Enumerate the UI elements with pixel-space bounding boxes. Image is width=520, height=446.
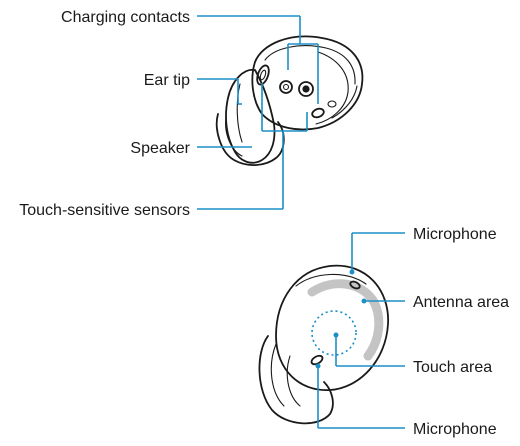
label-antenna-area: Antenna area bbox=[413, 294, 509, 311]
label-speaker: Speaker bbox=[130, 140, 190, 157]
label-ear-tip: Ear tip bbox=[144, 72, 190, 89]
label-charging-contacts: Charging contacts bbox=[61, 9, 190, 26]
ear-tip-opening bbox=[256, 64, 270, 86]
leader-lines-top bbox=[197, 15, 319, 210]
label-touch-sensitive-sensors: Touch-sensitive sensors bbox=[19, 202, 190, 219]
charging-contact bbox=[311, 107, 325, 119]
sensor-circle bbox=[279, 80, 293, 94]
microphone-bottom-hole bbox=[310, 354, 324, 366]
leader-lines-bottom bbox=[315, 232, 405, 429]
earbud-shell-outline bbox=[275, 264, 389, 391]
microphone-top-hole bbox=[349, 280, 361, 290]
label-microphone-bottom: Microphone bbox=[413, 421, 497, 438]
earbud-outer-view bbox=[258, 264, 389, 425]
ear-tip-outline bbox=[258, 335, 334, 425]
ear-tip-outline bbox=[225, 68, 276, 164]
antenna-area-band bbox=[307, 279, 384, 361]
sensor-circle bbox=[298, 81, 314, 97]
label-touch-area: Touch area bbox=[413, 359, 492, 376]
touch-area-circle bbox=[311, 310, 357, 356]
label-microphone-top: Microphone bbox=[413, 226, 497, 243]
